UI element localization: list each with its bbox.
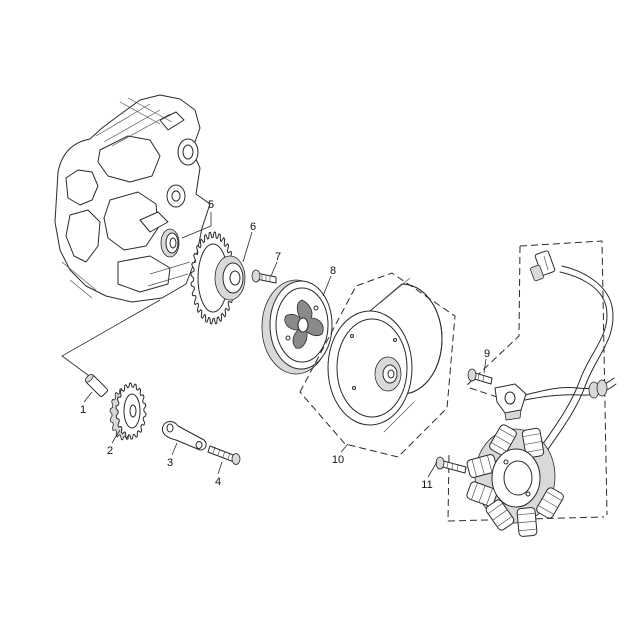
callout-2: 2 <box>107 445 113 457</box>
connector <box>530 250 556 282</box>
drive-gear <box>190 231 236 325</box>
stator-group-outline <box>447 240 608 522</box>
oil-seal <box>160 228 180 258</box>
pin <box>84 373 108 397</box>
pickup-coil <box>494 383 527 421</box>
bracket <box>161 421 207 451</box>
stator <box>466 424 564 537</box>
rotor <box>327 277 443 433</box>
bolt-9 <box>467 368 493 385</box>
callout-4: 4 <box>215 476 221 488</box>
gear-2 <box>109 382 147 441</box>
crankcase <box>54 94 211 303</box>
callout-1: 1 <box>80 404 86 416</box>
callouts: 1 2 3 4 5 6 7 8 9 10 11 <box>80 199 490 491</box>
callout-5: 5 <box>208 199 214 211</box>
leader-lines <box>83 212 487 478</box>
wire-harness <box>524 265 617 453</box>
rotor-group-outline <box>299 272 456 458</box>
callout-8: 8 <box>330 265 336 277</box>
bolt-7 <box>251 269 277 284</box>
screw-4 <box>207 445 241 465</box>
callout-6: 6 <box>250 221 256 233</box>
flywheel-hub <box>261 279 333 375</box>
callout-10: 10 <box>332 454 344 466</box>
assembly-leader-line <box>61 299 161 379</box>
bolt-11 <box>435 456 467 474</box>
bearing <box>214 255 246 301</box>
callout-9: 9 <box>484 348 490 360</box>
callout-3: 3 <box>167 457 173 469</box>
callout-7: 7 <box>275 251 281 263</box>
callout-11: 11 <box>421 479 432 491</box>
